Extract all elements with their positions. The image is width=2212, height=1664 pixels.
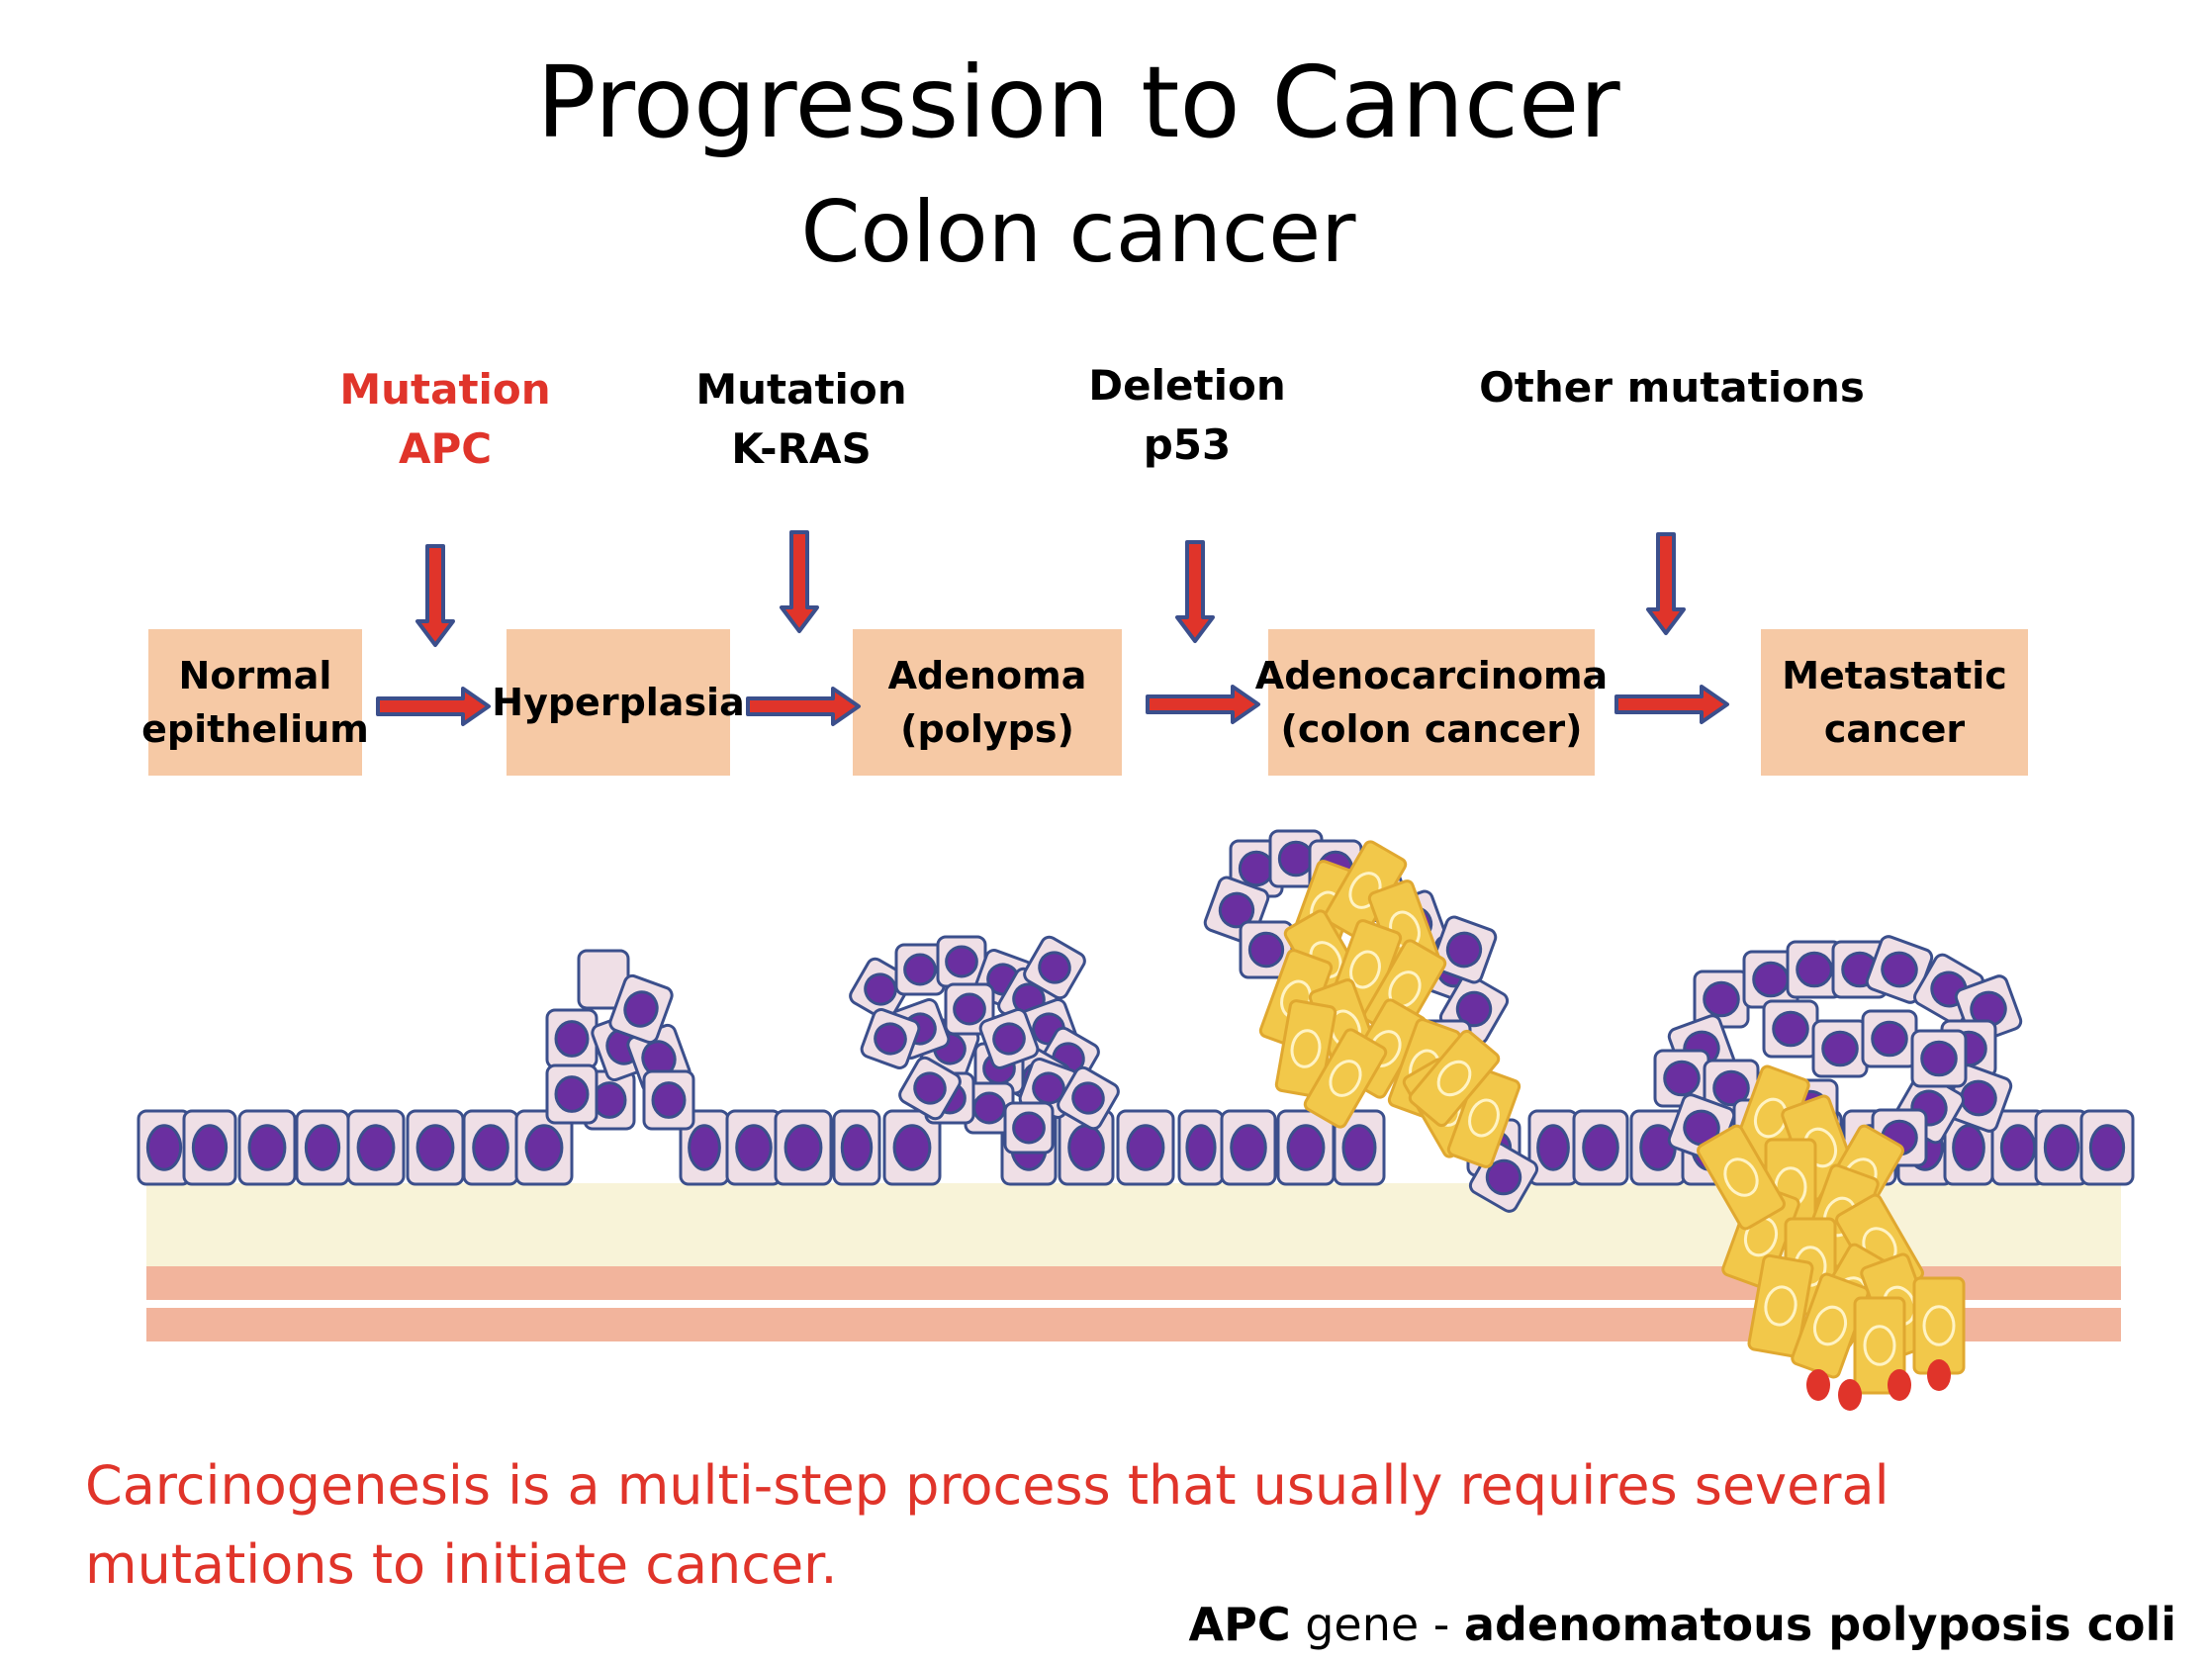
apc-footnote: APC gene - adenomatous polyposis coli [1189,1597,2177,1652]
red-blood-cell [1838,1379,1862,1411]
mutation-apc-label: Mutation APC [326,360,564,479]
epithelial-cell [514,1109,574,1186]
epithelial-cell [725,1109,783,1186]
epithelial-cell [1430,915,1498,984]
mutation-kras-line2: K-RAS [731,424,872,473]
stage-metastatic-line2: cancer [1823,707,1966,751]
mutation-apc-line2: APC [398,424,493,473]
right-arrow-2 [746,687,861,726]
epithelial-cell [237,1109,297,1186]
mutation-kras-line1: Mutation [695,365,907,414]
stage-normal-epithelium: Normal epithelium [141,629,369,776]
epithelial-cell [545,1063,599,1125]
epithelial-cell [1861,1009,1918,1068]
red-blood-cell [1888,1369,1911,1401]
epithelial-cell [608,973,674,1045]
epithelial-cell [1527,1109,1579,1186]
epithelial-cell [545,1008,599,1069]
cancer-cell [1912,1276,1966,1375]
cancer-cell [1791,1272,1870,1379]
stage-adenocarcinoma: Adenocarcinoma (colon cancer) [1255,629,1608,776]
cancer-cells [1258,840,1966,1411]
footnote-abbr: APC [1188,1598,1291,1651]
epithelial-cell [1865,935,1934,1004]
epithelial-cell [679,1109,730,1186]
epithelial-cell [882,1109,942,1186]
epithelial-cell [462,1109,519,1186]
cancer-cell [1853,1296,1906,1395]
epithelial-cell [1220,1109,1277,1186]
cancer-cell [1274,999,1337,1098]
deletion-p53-line1: Deletion [1088,361,1286,410]
epithelial-cell [1742,950,1799,1009]
cancer-cell [1446,1067,1521,1168]
epithelial-cell [2079,1109,2135,1186]
epithelial-cell [832,1109,881,1186]
epithelial-cell [894,943,946,996]
cancer-cell [1747,1253,1814,1358]
epithelial-cell [1333,1109,1386,1186]
deletion-p53-line2: p53 [1143,420,1232,469]
epithelial-cell [1990,1109,2046,1186]
down-arrow-other [1646,532,1686,635]
epithelial-cell [1239,920,1294,979]
stage-adenocarcinoma-line1: Adenocarcinoma [1254,654,1609,697]
epithelial-cell [936,935,987,988]
footnote-mid: gene - [1290,1598,1464,1651]
epithelial-cell [137,1109,192,1186]
epithelial-cell [295,1109,350,1186]
page-subtitle: Colon cancer [800,183,1356,282]
right-arrow-3 [1146,685,1260,724]
cancer-cell [1303,1028,1388,1129]
epithelial-cell [1057,1065,1120,1131]
epithelial-cell [1276,1109,1336,1186]
footnote-full: adenomatous polyposis coli [1464,1598,2176,1651]
stage-hyperplasia: Hyperplasia [492,629,745,776]
stage-normal-line1: Normal [178,654,332,697]
epithelial-cell [860,1008,921,1069]
epithelial-cell [944,982,995,1036]
down-arrow-apc [415,544,455,647]
mutation-kras-label: Mutation K-RAS [683,360,920,479]
red-blood-cell [1806,1369,1830,1401]
stage-metastatic-line1: Metastatic [1782,654,2007,697]
other-mutations-label: Other mutations [1464,358,1880,417]
epithelial-cell [182,1109,237,1186]
epithelial-cell [1177,1109,1225,1186]
mutation-apc-line1: Mutation [339,365,551,414]
epithelial-cell [1910,1029,1968,1088]
down-arrow-kras [780,530,819,633]
epithelial-cell [1023,935,1086,1000]
stage-metastatic: Metastatic cancer [1761,629,2028,776]
epithelial-cell [1762,999,1819,1059]
cancer-cell [1697,1124,1786,1231]
carcinogenesis-note: Carcinogenesis is a multi-step process t… [85,1454,1889,1596]
epithelial-cell [406,1109,465,1186]
epithelial-cell [346,1109,406,1186]
deletion-p53-label: Deletion p53 [1068,356,1306,475]
epithelial-cell [1572,1109,1629,1186]
epithelial-cell [2034,1109,2089,1186]
stage-normal-line2: epithelium [141,707,369,751]
other-mutations-line1: Other mutations [1479,363,1865,412]
stage-adenoma: Adenoma (polyps) [853,629,1122,776]
epithelial-cell [978,1008,1040,1069]
red-blood-cell [1927,1359,1951,1391]
epithelial-cell [1003,1101,1055,1155]
stage-adenocarcinoma-line2: (colon cancer) [1280,707,1583,751]
stage-adenoma-line1: Adenoma [887,654,1087,697]
epithelial-cell [774,1109,833,1186]
epithelial-cell [1116,1109,1175,1186]
stage-adenoma-line2: (polyps) [900,707,1074,751]
cancer-cell [1408,1029,1501,1128]
epithelial-cell [642,1069,695,1131]
stage-hyperplasia-line1: Hyperplasia [492,681,745,724]
right-arrow-1 [376,687,491,726]
right-arrow-4 [1614,685,1729,724]
down-arrow-p53 [1175,540,1215,643]
epithelial-cell [1811,1019,1869,1078]
epithelial-cell [898,1056,962,1121]
page-title: Progression to Cancer [536,45,1620,160]
